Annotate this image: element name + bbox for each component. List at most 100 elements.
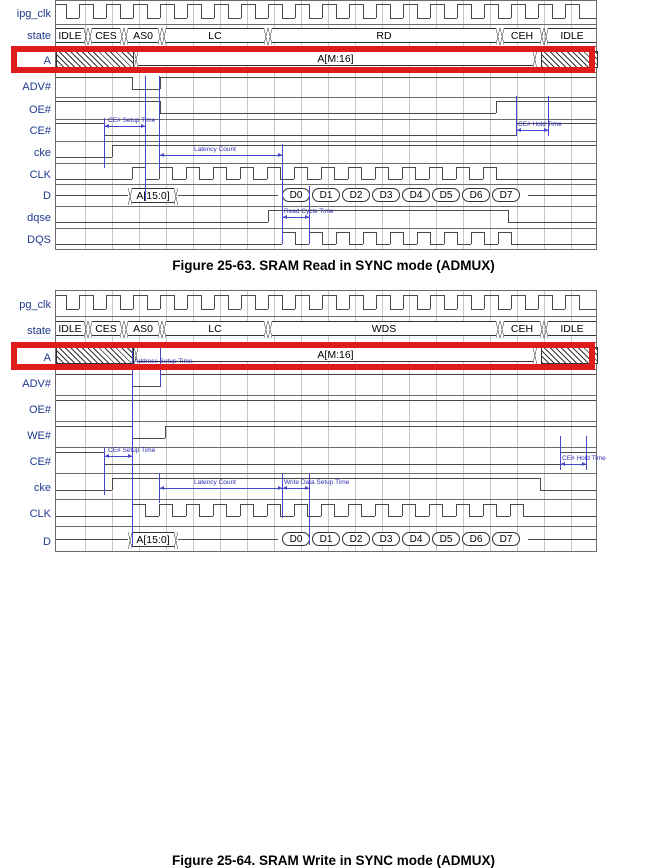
gridline: [301, 0, 302, 250]
signal-label-adv: ADV#: [22, 81, 51, 93]
signal-label-cke: cke: [33, 147, 51, 159]
rowline: [56, 72, 596, 73]
data-cell-alow-w: A[15:0]: [128, 532, 178, 549]
annotation-ce-setup-time-w: CE# Setup Time: [108, 447, 156, 454]
data-cell-d5-w: D5: [432, 532, 460, 546]
address-bus-value-w: A[M:16]: [134, 347, 537, 364]
gridline: [409, 0, 410, 250]
signal-label-oe-w: OE#: [28, 404, 51, 416]
marker-ce-setup-start: [104, 118, 105, 168]
address-dontcare-start-w: [56, 347, 134, 364]
annotation-arrow-write-setup: [283, 486, 309, 490]
data-cell-d0: D0: [282, 188, 310, 202]
annotation-ce-hold-time-w: CE# Hold Time: [562, 455, 606, 462]
signal-label-cke-w: cke: [33, 482, 51, 494]
state-cell-lc: LC: [162, 28, 268, 45]
gridline: [166, 0, 167, 250]
signal-label-d: D: [43, 190, 51, 202]
rowline: [56, 421, 596, 422]
data-cell-d6-w: D6: [462, 532, 490, 546]
marker-address-setup-end: [160, 347, 161, 387]
waveform-plot-read: IDLE CES AS0 LC RD CEH IDLE A[M:16]: [55, 0, 598, 250]
data-cell-alow: A[15:0]: [128, 188, 178, 205]
rowline: [56, 0, 596, 1]
gridline: [490, 0, 491, 250]
gridline: [193, 0, 194, 250]
rowline: [56, 551, 596, 552]
rowline: [56, 46, 596, 47]
figure-caption-read: Figure 25-63. SRAM Read in SYNC mode (AD…: [172, 258, 495, 273]
data-cell-d1: D1: [312, 188, 340, 202]
signal-label-clk: CLK: [29, 169, 51, 181]
signal-label-a-w: A: [43, 352, 51, 364]
marker-latency-end-w: [282, 473, 283, 518]
signal-label-column-write: pg_clk state A ADV# OE# WE# CE# cke CLK …: [0, 290, 55, 552]
address-dontcare-end-w: [541, 347, 598, 364]
rowline: [56, 369, 596, 370]
marker-latency-end: [282, 144, 283, 244]
signal-label-state-w: state: [27, 325, 51, 337]
rowline: [56, 228, 596, 229]
rowline: [56, 184, 596, 185]
data-cell-d2-w: D2: [342, 532, 370, 546]
data-cell-d3: D3: [372, 188, 400, 202]
marker-latency-start: [159, 76, 160, 171]
state-cell-ceh-w: CEH: [500, 321, 544, 338]
timing-diagram-write: pg_clk state A ADV# OE# WE# CE# cke CLK …: [0, 290, 667, 552]
state-cell-idle-end-w: IDLE: [544, 321, 596, 338]
data-cell-d0-w: D0: [282, 532, 310, 546]
signal-label-state: state: [27, 30, 51, 42]
data-cell-d7: D7: [492, 188, 520, 202]
marker-latency-start-w: [159, 473, 160, 503]
signal-label-we-w: WE#: [27, 430, 51, 442]
marker-write-setup-end: [309, 473, 310, 545]
signal-label-ce-w: CE#: [29, 456, 51, 468]
gridline: [382, 0, 383, 250]
signal-label-oe: OE#: [28, 104, 51, 116]
annotation-arrow-ce-setup: [105, 124, 145, 128]
data-cell-d2: D2: [342, 188, 370, 202]
state-cell-idle-end: IDLE: [544, 28, 596, 45]
rowline: [56, 119, 596, 120]
annotation-arrow-latency-w: [160, 486, 282, 490]
data-cell-d6: D6: [462, 188, 490, 202]
signal-label-clk-w: CLK: [29, 508, 51, 520]
gridline: [544, 0, 545, 250]
figure-caption-write: Figure 25-64. SRAM Write in SYNC mode (A…: [171, 853, 496, 868]
gridline: [355, 0, 356, 250]
annotation-address-setup-time: Address Setup Time: [134, 358, 193, 365]
marker-ce-setup-end: [145, 76, 146, 201]
address-bus-value: A[M:16]: [134, 51, 537, 68]
state-cell-idle: IDLE: [56, 28, 88, 45]
gridline: [112, 0, 113, 250]
signal-label-adv-w: ADV#: [22, 378, 51, 390]
rowline: [56, 206, 596, 207]
signal-label-d-w: D: [43, 536, 51, 548]
annotation-latency-count: Latency Count: [194, 146, 236, 153]
annotation-arrow-latency: [160, 153, 282, 157]
gridline: [517, 0, 518, 250]
rowline: [56, 163, 596, 164]
data-cell-d7-w: D7: [492, 532, 520, 546]
gridline: [139, 0, 140, 250]
annotation-ce-hold-time: CE# Hold Time: [518, 121, 562, 128]
gridline: [247, 0, 248, 250]
gridline: [463, 0, 464, 250]
data-cell-d4-w: D4: [402, 532, 430, 546]
state-cell-ces-w: CES: [88, 321, 124, 338]
figure-sram-write: pg_clk state A ADV# OE# WE# CE# cke CLK …: [0, 290, 667, 868]
address-dontcare-start: [56, 51, 134, 68]
data-cell-d4: D4: [402, 188, 430, 202]
address-dontcare-end: [541, 51, 598, 68]
annotation-arrow-ce-hold-w: [561, 462, 586, 466]
rowline: [56, 141, 596, 142]
rowline: [56, 395, 596, 396]
waveform-plot-write: IDLE CES AS0 LC WDS CEH IDLE A[M:16]: [55, 290, 606, 552]
marker-ce-setup-start-w: [104, 447, 105, 495]
annotation-arrow-ce-hold: [517, 128, 548, 132]
rowline: [56, 249, 596, 250]
annotation-latency-count-w: Latency Count: [194, 479, 236, 486]
marker-read-cycle-end: [309, 186, 310, 244]
state-cell-idle-w: IDLE: [56, 321, 88, 338]
annotation-ce-setup-time: CE# Setup Time: [108, 117, 156, 124]
